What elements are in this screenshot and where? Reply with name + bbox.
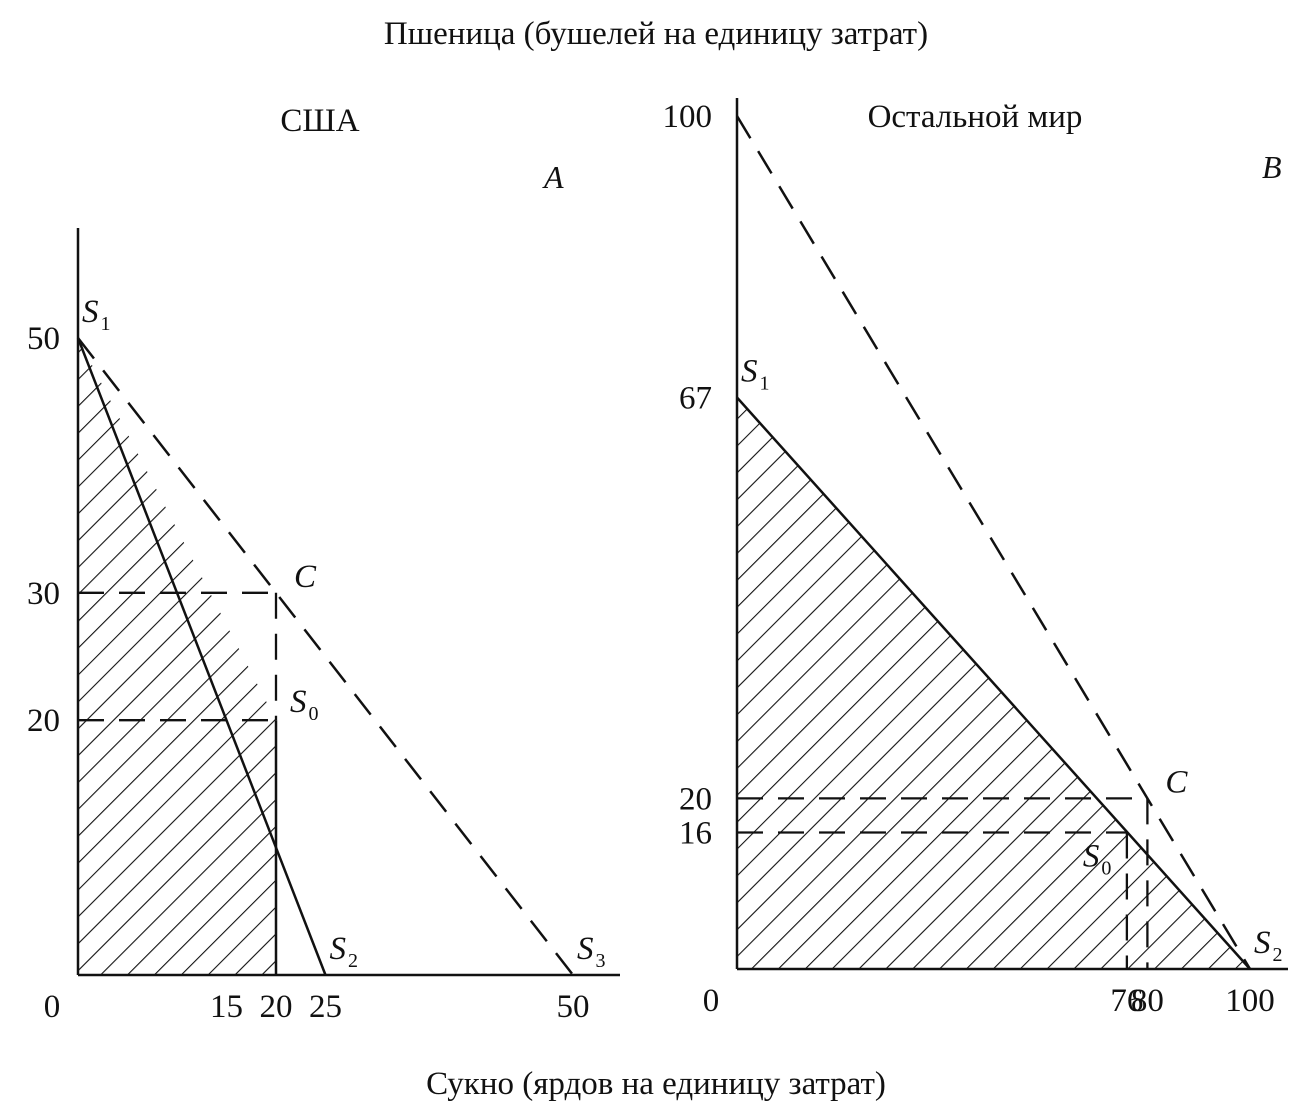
y-tick-label: 100 — [663, 99, 713, 135]
x-tick-label: 20 — [260, 989, 293, 1025]
bottom-axis-title: Сукно (ярдов на единицу затрат) — [426, 1066, 886, 1102]
x-tick-label: 0 — [44, 989, 61, 1025]
y-tick-label: 16 — [679, 816, 712, 852]
panel-letter: A — [542, 159, 564, 195]
production-frontier — [76, 337, 327, 976]
x-tick-label: 25 — [309, 989, 342, 1025]
trade-line — [77, 337, 574, 976]
y-tick-label: 50 — [27, 321, 60, 357]
y-tick-label: 20 — [679, 781, 712, 817]
point-label: C — [294, 559, 317, 595]
y-tick-label: 67 — [679, 380, 712, 416]
y-tick-label: 20 — [27, 703, 60, 739]
panel-letter: B — [1262, 149, 1282, 185]
panel-title: Остальной мир — [868, 99, 1083, 135]
x-tick-label: 100 — [1225, 983, 1275, 1019]
x-tick-label: 50 — [557, 989, 590, 1025]
trade-line — [735, 115, 1252, 970]
point-label: C — [1165, 764, 1188, 800]
y-tick-label: 30 — [27, 576, 60, 612]
production-frontier — [736, 396, 1251, 970]
x-tick-label: 80 — [1131, 983, 1164, 1019]
x-tick-label: 0 — [703, 983, 720, 1019]
x-tick-label: 76 — [1110, 983, 1143, 1019]
x-tick-label: 15 — [210, 989, 243, 1025]
panel-title: США — [280, 103, 359, 139]
top-axis-title: Пшеница (бушелей на единицу затрат) — [384, 16, 928, 52]
hatched-region — [78, 338, 276, 975]
